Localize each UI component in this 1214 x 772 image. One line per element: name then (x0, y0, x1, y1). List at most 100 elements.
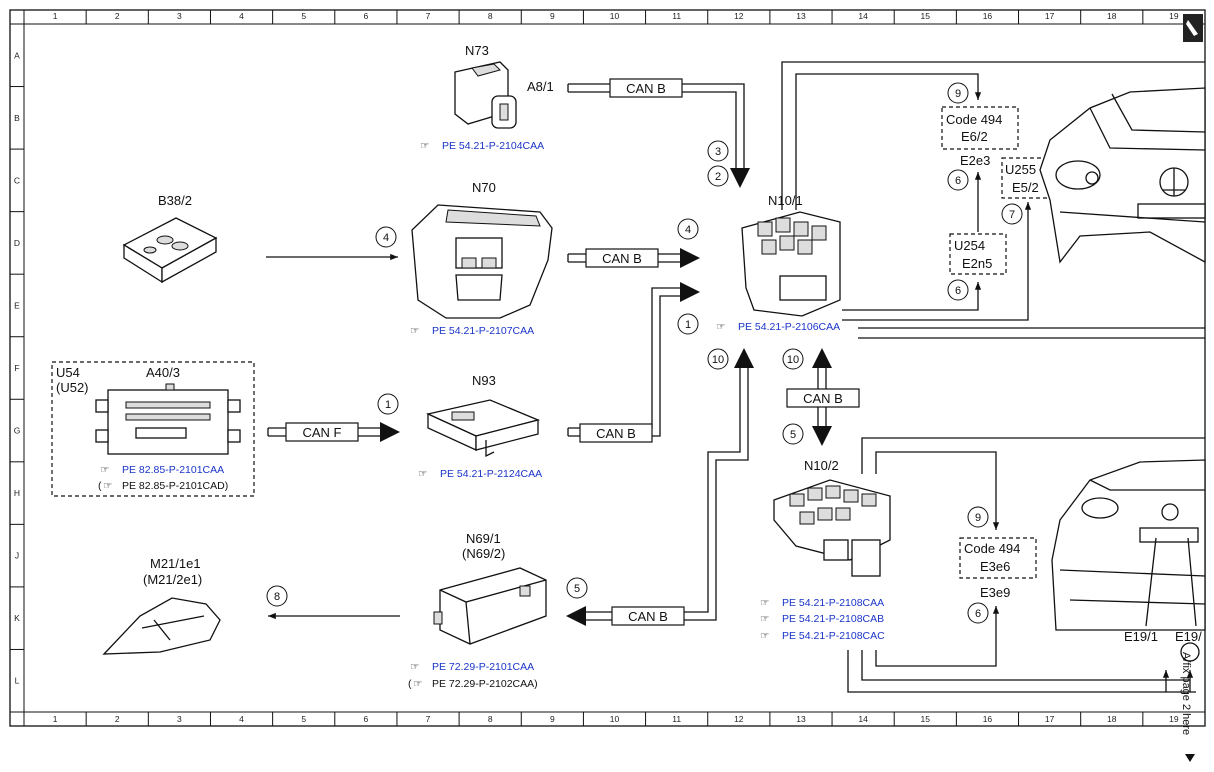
hand-icon: ☞ (760, 597, 769, 609)
circle-1-right: 1 (677, 313, 699, 335)
label-m21-2e1: (M21/2e1) (143, 572, 202, 587)
n10-1-sam-front (741, 211, 841, 317)
svg-text:9: 9 (975, 512, 981, 524)
svg-text:1: 1 (385, 399, 391, 411)
svg-text:6: 6 (955, 175, 961, 187)
u255-box: U255 E5/2 (1001, 157, 1051, 199)
ref-n93[interactable]: PE 54.21-P-2124CAA (440, 468, 542, 480)
label-e19-2: E19/ (1175, 629, 1202, 644)
hand-icon: ☞ (410, 325, 419, 337)
row-label: G (14, 426, 21, 436)
u54-box (51, 361, 255, 497)
ref-n73[interactable]: PE 54.21-P-2104CAA (442, 140, 544, 152)
continuation-marker: A/fix page 2 here (1180, 642, 1200, 762)
code494-bottom-box: Code 494 E3e6 (959, 537, 1037, 579)
wires-n10-2-right (847, 437, 1205, 693)
circle-10-left: 10 (707, 348, 729, 370)
row-label: E (14, 300, 20, 310)
bus-n10-1-n69: CAN B (566, 348, 754, 626)
column-label-top: 9 (550, 11, 555, 21)
svg-text:5: 5 (574, 583, 580, 595)
label-e3e6: E3e6 (980, 559, 1010, 574)
ref-a40-1[interactable]: PE 82.85-P-2101CAA (122, 464, 224, 476)
ref-a40-2[interactable]: PE 82.85-P-2101CAD) (122, 480, 228, 492)
circle-7: 7 (1001, 203, 1023, 225)
circle-4-right: 4 (677, 218, 699, 240)
svg-text:10: 10 (712, 354, 724, 366)
svg-text:3: 3 (715, 146, 721, 158)
row-label: H (14, 488, 20, 498)
column-label-bottom: 5 (301, 714, 306, 724)
circle-5-left: 5 (566, 577, 588, 599)
hand-icon: ☞ (760, 630, 769, 642)
can-f-label: CAN F (303, 425, 342, 440)
column-label-bottom: 13 (796, 714, 806, 724)
label-u54: U54 (56, 365, 80, 380)
column-label-top: 6 (364, 11, 369, 21)
grid-frame (9, 9, 1206, 727)
hand-icon: ☞ (410, 661, 419, 673)
ref-n69-1[interactable]: PE 72.29-P-2101CAA (432, 661, 534, 673)
n73-ref: ☞ PE 54.21-P-2104CAA (420, 140, 544, 152)
can-b-n70: CAN B (602, 251, 642, 266)
label-b38-2: B38/2 (158, 193, 192, 208)
column-label-top: 13 (796, 11, 806, 21)
page-icon (1183, 14, 1203, 42)
circle-8: 8 (266, 585, 288, 607)
label-n70: N70 (472, 180, 496, 195)
n10-2-refs: ☞ PE 54.21-P-2108CAA ☞ PE 54.21-P-2108CA… (760, 597, 885, 642)
label-n73: N73 (465, 43, 489, 58)
car-front-image (1039, 87, 1206, 264)
ref-n69-2[interactable]: PE 72.29-P-2102CAA) (432, 678, 538, 690)
ref-n10-2-b[interactable]: PE 54.21-P-2108CAB (782, 613, 884, 625)
circle-6-bottom: 6 (967, 602, 989, 624)
row-label: L (15, 676, 20, 686)
hand-icon: ☞ (418, 468, 427, 480)
n93-ref: ☞ PE 54.21-P-2124CAA (418, 468, 542, 480)
column-label-bottom: 18 (1107, 714, 1117, 724)
svg-text:6: 6 (955, 285, 961, 297)
circle-1-left: 1 (377, 393, 399, 415)
hand-icon: ☞ (420, 140, 429, 152)
column-label-bottom: 11 (672, 714, 681, 724)
row-label: A (14, 50, 20, 60)
can-b-n73: CAN B (626, 81, 666, 96)
can-b-n69: CAN B (628, 609, 668, 624)
column-label-bottom: 17 (1045, 714, 1055, 724)
ref-n10-1[interactable]: PE 54.21-P-2106CAA (738, 321, 840, 333)
a40-3-display (95, 383, 241, 455)
svg-text:(: ( (408, 678, 412, 690)
ref-n70[interactable]: PE 54.21-P-2107CAA (432, 325, 534, 337)
column-label-top: 4 (239, 11, 244, 21)
column-label-top: 16 (983, 11, 993, 21)
circle-6-top: 6 (947, 169, 969, 191)
n69-1-refs: ☞ PE 72.29-P-2101CAA ( ☞ PE 72.29-P-2102… (408, 661, 538, 690)
row-label: C (14, 175, 20, 185)
column-label-top: 1 (53, 11, 58, 21)
circle-5-right: 5 (782, 423, 804, 445)
bus-n73-n10-1: CAN B (567, 78, 750, 188)
svg-text:5: 5 (790, 429, 796, 441)
svg-text:6: 6 (975, 608, 981, 620)
row-label: B (14, 113, 20, 123)
circle-2: 2 (707, 165, 729, 187)
svg-text:4: 4 (685, 224, 691, 236)
hand-icon: ☞ (103, 480, 112, 492)
column-label-bottom: 10 (610, 714, 620, 724)
b38-2-rain-light-sensor (122, 217, 218, 284)
label-n93: N93 (472, 373, 496, 388)
n70-overhead-control-panel (411, 204, 553, 319)
a40-3-refs: ☞ PE 82.85-P-2101CAA ( ☞ PE 82.85-P-2101… (98, 464, 228, 492)
column-label-bottom: 8 (488, 714, 493, 724)
label-m21-1e1: M21/1e1 (150, 556, 201, 571)
label-n10-1: N10/1 (768, 193, 803, 208)
ref-n10-2-c[interactable]: PE 54.21-P-2108CAC (782, 630, 885, 642)
code494-top-box: Code 494 E6/2 (941, 106, 1019, 150)
column-label-top: 15 (921, 11, 931, 21)
row-label: K (14, 613, 20, 623)
n69-1-door-module (433, 567, 547, 645)
ref-n10-2-a[interactable]: PE 54.21-P-2108CAA (782, 597, 884, 609)
column-label-bottom: 1 (53, 714, 58, 724)
column-label-top: 3 (177, 11, 182, 21)
column-label-top: 12 (734, 11, 744, 21)
